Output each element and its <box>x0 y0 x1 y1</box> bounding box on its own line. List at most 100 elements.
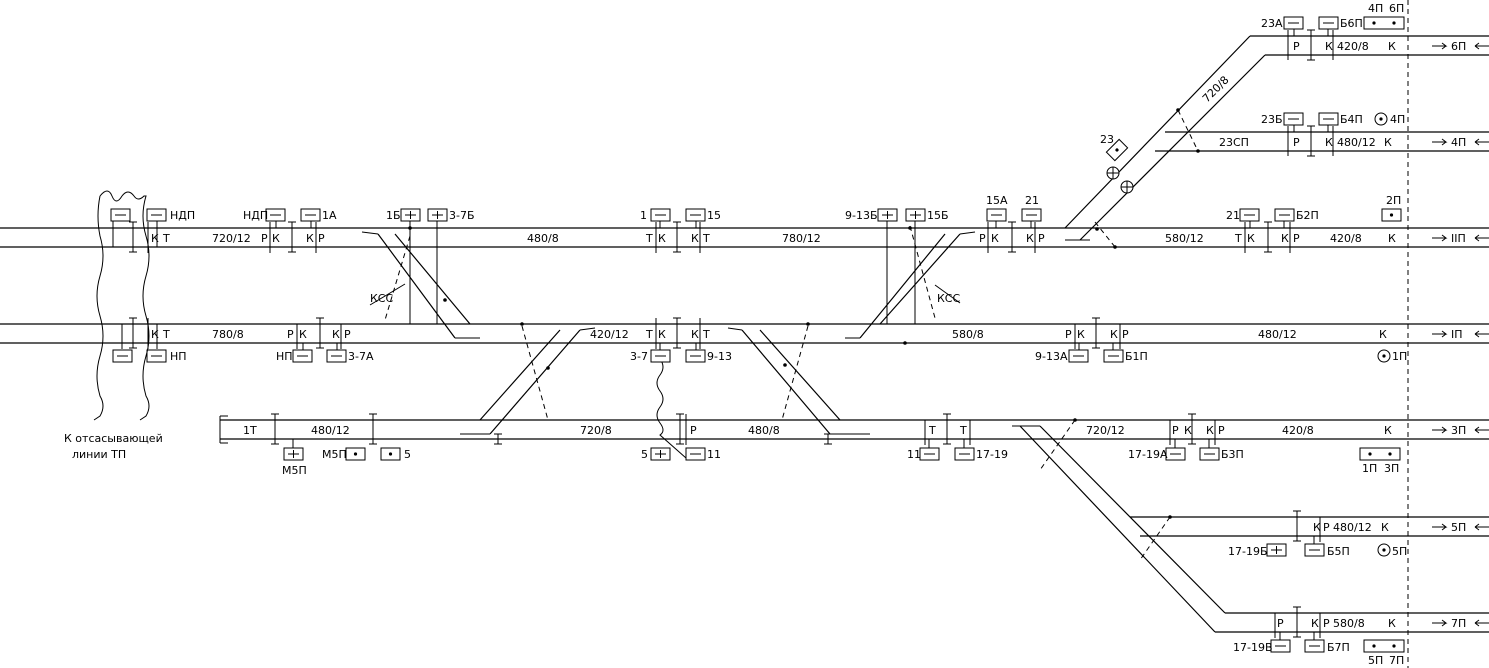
svg-text:К: К <box>691 328 699 341</box>
svg-text:580/8: 580/8 <box>1333 617 1365 630</box>
svg-text:К: К <box>1184 424 1192 437</box>
svg-text:Р: Р <box>1323 521 1330 534</box>
svg-text:3П: 3П <box>1384 462 1399 475</box>
svg-text:НДП: НДП <box>243 209 268 222</box>
svg-text:К: К <box>1325 136 1333 149</box>
svg-text:Р: Р <box>690 424 697 437</box>
svg-text:К: К <box>306 232 314 245</box>
svg-text:480/12: 480/12 <box>1333 521 1372 534</box>
svg-text:4П: 4П <box>1368 2 1383 15</box>
note-suction-line-2: линии ТП <box>72 448 126 461</box>
svg-text:5: 5 <box>641 448 648 461</box>
insulating-joints <box>129 29 1315 638</box>
label-track-2: IIП <box>1451 232 1466 245</box>
svg-text:17-19: 17-19 <box>976 448 1008 461</box>
svg-text:15: 15 <box>707 209 721 222</box>
svg-text:420/8: 420/8 <box>1330 232 1362 245</box>
svg-text:К: К <box>332 328 340 341</box>
svg-text:К: К <box>658 232 666 245</box>
svg-text:М5П: М5П <box>282 464 307 477</box>
svg-text:К: К <box>1026 232 1034 245</box>
svg-text:К: К <box>1110 328 1118 341</box>
svg-text:К: К <box>1388 617 1396 630</box>
svg-text:4П: 4П <box>1390 113 1405 126</box>
svg-text:15Б: 15Б <box>927 209 949 222</box>
svg-text:Р: Р <box>318 232 325 245</box>
svg-text:К: К <box>1384 136 1392 149</box>
svg-text:К: К <box>1384 424 1392 437</box>
svg-text:К: К <box>1206 424 1214 437</box>
svg-text:420/8: 420/8 <box>1337 40 1369 53</box>
label-ndp-left: НДП <box>170 209 195 222</box>
svg-text:Б7П: Б7П <box>1327 641 1350 654</box>
svg-text:5П: 5П <box>1392 545 1407 558</box>
svg-text:3-7: 3-7 <box>630 350 648 363</box>
svg-text:Т: Т <box>928 424 936 437</box>
svg-text:Р: Р <box>261 232 268 245</box>
svg-text:1: 1 <box>640 209 647 222</box>
box-4p-6p <box>1363 16 1405 30</box>
svg-text:23: 23 <box>1100 133 1114 146</box>
svg-text:420/8: 420/8 <box>1282 424 1314 437</box>
box-1p-3p <box>1359 447 1401 461</box>
svg-text:Б5П: Б5П <box>1327 545 1350 558</box>
svg-text:К: К <box>1381 521 1389 534</box>
svg-text:1Б: 1Б <box>386 209 401 222</box>
svg-text:23А: 23А <box>1261 17 1283 30</box>
label-track-4: 4П <box>1451 136 1466 149</box>
svg-text:5: 5 <box>404 448 411 461</box>
svg-text:480/12: 480/12 <box>311 424 350 437</box>
svg-text:Р: Р <box>1293 136 1300 149</box>
svg-text:21: 21 <box>1226 209 1240 222</box>
svg-text:К: К <box>1379 328 1387 341</box>
svg-text:3-7Б: 3-7Б <box>449 209 475 222</box>
svg-text:К: К <box>1388 40 1396 53</box>
svg-text:23Б: 23Б <box>1261 113 1283 126</box>
svg-text:Р: Р <box>344 328 351 341</box>
svg-text:480/8: 480/8 <box>748 424 780 437</box>
svg-text:К: К <box>1313 521 1321 534</box>
svg-text:480/12: 480/12 <box>1337 136 1376 149</box>
svg-text:6П: 6П <box>1389 2 1404 15</box>
svg-text:М5П: М5П <box>322 448 347 461</box>
svg-text:17-19Б: 17-19Б <box>1228 545 1268 558</box>
svg-text:Р: Р <box>979 232 986 245</box>
crossed-circle-2 <box>1120 180 1134 194</box>
svg-text:К: К <box>1311 617 1319 630</box>
svg-text:23СП: 23СП <box>1219 136 1249 149</box>
connectors <box>112 29 1329 640</box>
svg-text:К: К <box>658 328 666 341</box>
box-23 <box>1105 138 1129 162</box>
note-suction-line-1: К отсасывающей <box>64 432 163 445</box>
svg-text:Б1П: Б1П <box>1125 350 1148 363</box>
svg-text:5П: 5П <box>1368 654 1383 667</box>
svg-text:К: К <box>1388 232 1396 245</box>
svg-text:15А: 15А <box>986 194 1008 207</box>
svg-text:К: К <box>1325 40 1333 53</box>
label-segment: 720/12 <box>212 232 251 245</box>
svg-text:480/8: 480/8 <box>527 232 559 245</box>
label-np-left: НП <box>170 350 187 363</box>
svg-text:К: К <box>151 232 159 245</box>
box-5p-7p <box>1363 639 1405 653</box>
svg-text:1А: 1А <box>322 209 337 222</box>
svg-text:Т: Т <box>1234 232 1242 245</box>
section-dividers <box>147 30 1334 638</box>
svg-text:1П: 1П <box>1362 462 1377 475</box>
svg-text:1Т: 1Т <box>243 424 257 437</box>
svg-text:Б2П: Б2П <box>1296 209 1319 222</box>
svg-text:Т: Т <box>702 232 710 245</box>
svg-text:11: 11 <box>907 448 921 461</box>
svg-text:К: К <box>299 328 307 341</box>
label-track-1: IП <box>1451 328 1463 341</box>
svg-text:Р: Р <box>1293 40 1300 53</box>
svg-text:Р: Р <box>1218 424 1225 437</box>
svg-text:3-7А: 3-7А <box>348 350 374 363</box>
svg-text:Р: Р <box>1038 232 1045 245</box>
svg-text:Т: Т <box>162 328 170 341</box>
crossovers <box>361 35 1266 633</box>
svg-text:1П: 1П <box>1392 350 1407 363</box>
svg-text:Р: Р <box>1065 328 1072 341</box>
svg-text:Т: Т <box>702 328 710 341</box>
